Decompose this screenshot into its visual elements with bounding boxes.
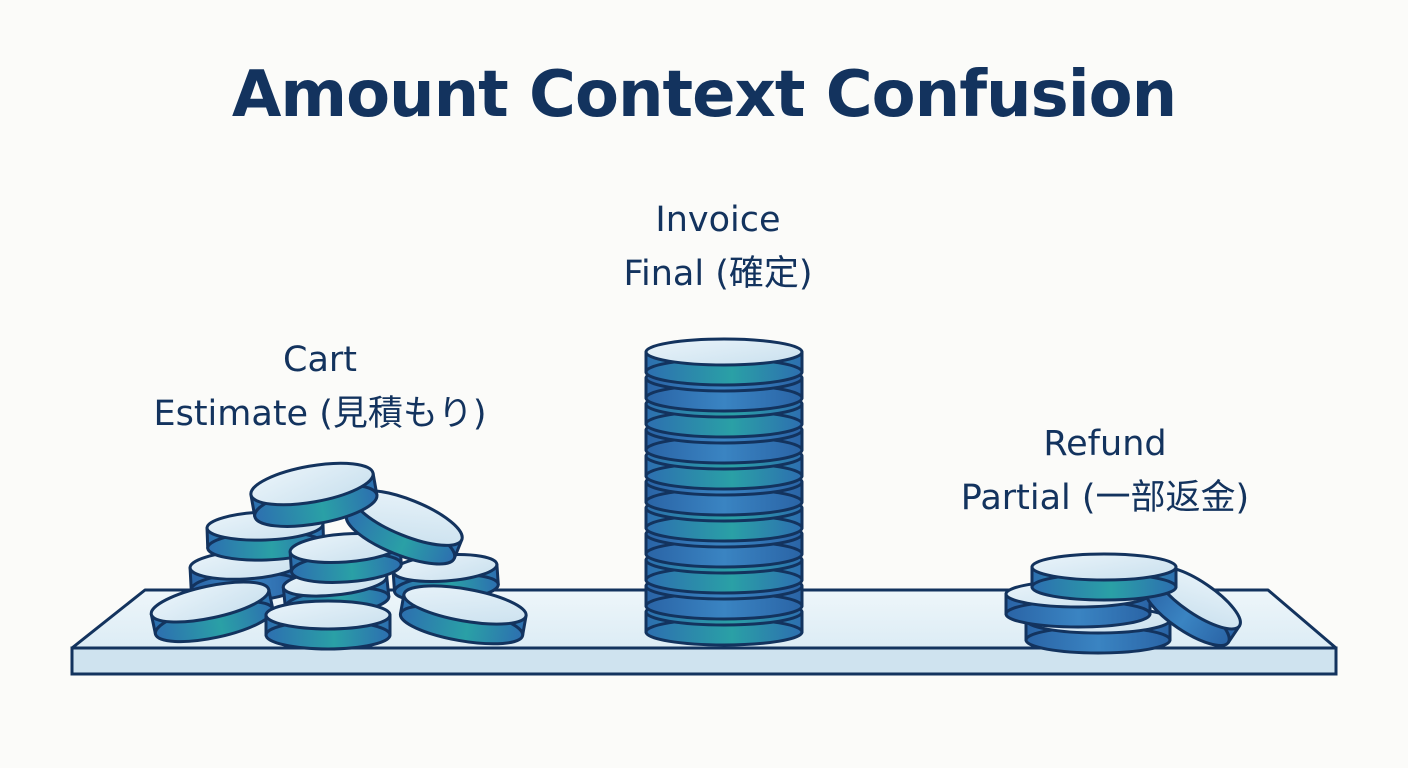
refund-label-line2: Partial (一部返金): [960, 478, 1250, 518]
scattered-coin-pile-icon: [149, 461, 528, 651]
cart-label-line2: Estimate (見積もり): [153, 394, 487, 434]
invoice-label-line2: Final (確定): [623, 254, 813, 294]
cart-label-line1: Cart: [283, 340, 357, 380]
diagram-title: Amount Context Confusion: [231, 58, 1177, 132]
invoice-coin: [644, 337, 804, 387]
cart-label: Cart Estimate (見積もり): [120, 333, 520, 441]
refund-label-line1: Refund: [1043, 424, 1167, 464]
tall-coin-stack-icon: [644, 337, 804, 647]
invoice-label: Invoice Final (確定): [518, 193, 918, 301]
refund-label: Refund Partial (一部返金): [905, 417, 1305, 525]
invoice-label-line1: Invoice: [655, 200, 781, 240]
small-coin-stack-icon: [1004, 552, 1242, 655]
